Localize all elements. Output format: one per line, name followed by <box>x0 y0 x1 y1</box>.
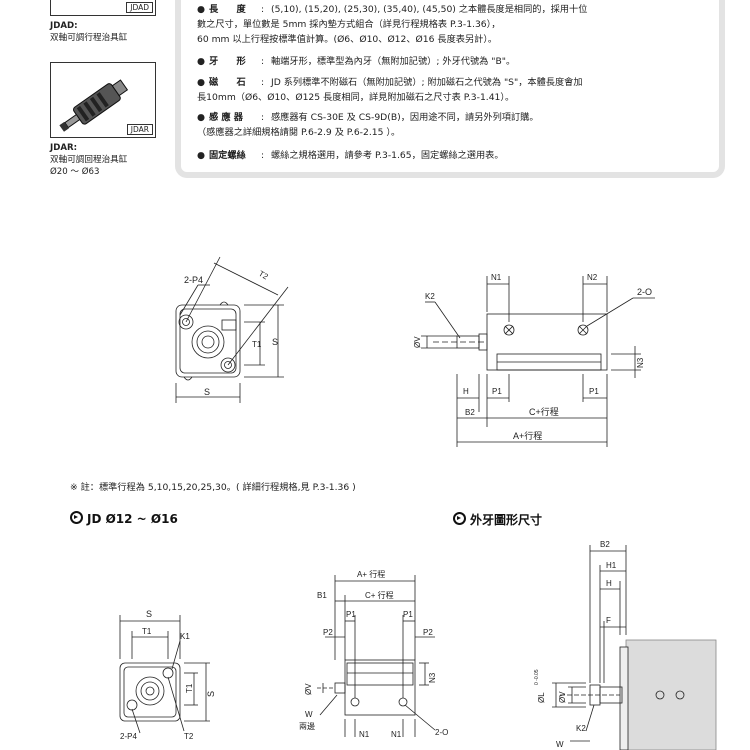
top-side-p1a-label: P1 <box>492 387 502 396</box>
jdar-caption: JDAR: 双軸可調回程治具缸 Ø20 ～ Ø63 <box>50 142 127 178</box>
top-side-v-label: ØV <box>413 336 422 348</box>
ext-f-label: F <box>606 616 611 625</box>
bottom-side-p1b-label: P1 <box>403 610 413 619</box>
ext-h-label: H <box>606 579 612 588</box>
top-side-view-drawing: N1 N2 2-O K2 ØV N3 H P1 P1 B2 C+行程 A+行程 <box>413 273 655 447</box>
jdad-tag: JDAD <box>126 2 153 13</box>
section-external-thread-header: 外牙圖形尺寸 <box>453 511 542 528</box>
top-side-c-label: C+行程 <box>529 406 559 417</box>
ext-h1-label: H1 <box>606 561 617 570</box>
spec-row-screw: ●固定螺絲:螺絲之規格選用，請參考 P.3-1.65，固定螺絲之選用表。 <box>197 150 504 161</box>
bottom-side-c-label: C+ 行程 <box>365 590 394 600</box>
spec-row-magnet-cont-1: 長10mm（Ø6、Ø10、Ø125 長度相同，詳見附加磁石之尺寸表 P.3-1.… <box>197 92 515 103</box>
top-front-s-bottom-label: S <box>204 387 210 397</box>
section-external-thread-title: 外牙圖形尺寸 <box>470 513 543 527</box>
top-side-h-label: H <box>463 387 469 396</box>
bottom-side-v-label: ØV <box>304 683 313 695</box>
top-front-s-side-label: S <box>272 337 278 347</box>
bottom-side-view-drawing: A+ 行程 B1 C+ 行程 P1 P1 P2 P2 ØV N3 W 兩邊 N1… <box>299 569 448 739</box>
jdad-thumbnail: JDAD <box>50 0 156 16</box>
bottom-front-t2-label: T2 <box>184 732 194 741</box>
ext-k2-label: K2 <box>576 724 586 733</box>
play-circle-icon <box>70 511 83 524</box>
bottom-side-p2b-label: P2 <box>423 628 433 637</box>
top-front-p4-label: 2-P4 <box>184 275 203 285</box>
top-side-n2-label: N2 <box>587 273 598 282</box>
section-jd-title: JD Ø12 ~ Ø16 <box>87 512 178 526</box>
bottom-side-n3-label: N3 <box>428 672 437 683</box>
external-thread-drawing: B2 H1 H F ØL 0 -0.05 ØV K2 W <box>534 540 717 750</box>
top-front-t1-label: T1 <box>252 340 262 349</box>
bottom-side-p1a-label: P1 <box>346 610 356 619</box>
jdar-title: JDAR: <box>50 143 78 153</box>
ext-b2-label: B2 <box>600 540 610 549</box>
bottom-front-sv-label: S <box>206 691 216 697</box>
ext-w-label: W <box>556 740 564 749</box>
section-jd-header: JD Ø12 ~ Ø16 <box>70 511 178 526</box>
bottom-side-w-label: W <box>305 710 313 719</box>
bottom-side-flat-label: 兩邊 <box>299 721 315 731</box>
jdad-desc: 双軸可調行程治具缸 <box>50 33 128 43</box>
bottom-front-p4-label: 2-P4 <box>120 732 137 741</box>
bottom-side-a-label: A+ 行程 <box>357 569 385 579</box>
bottom-front-t1v-label: T1 <box>185 683 194 693</box>
top-side-n3-label: N3 <box>636 357 645 368</box>
bottom-side-o-label: 2-O <box>435 728 448 737</box>
jdad-caption: JDAD: 双軸可調行程治具缸 <box>50 20 127 44</box>
bottom-front-s-label: S <box>146 609 152 619</box>
spec-row-sensor-cont-1: （感應器之詳細規格請閱 P.6-2.9 及 P.6-2.15 ）。 <box>197 127 401 138</box>
bottom-side-b1-label: B1 <box>317 591 327 600</box>
spec-row-thread: ●牙 形:軸端牙形，標準型為內牙（無附加記號）; 外牙代號為 "B"。 <box>197 56 516 67</box>
bottom-front-k1-label: K1 <box>180 632 190 641</box>
bottom-side-n1b-label: N1 <box>391 730 402 739</box>
top-side-k2-label: K2 <box>425 292 435 301</box>
spec-row-sensor: ●感 應 器:感應器有 CS-30E 及 CS-9D(B)，因用途不同，請另外列… <box>197 112 539 123</box>
ext-tol-label: 0 -0.05 <box>534 669 540 685</box>
jdar-thumbnail: JDAR <box>50 62 156 138</box>
top-side-b2-label: B2 <box>465 408 475 417</box>
jdar-tag: JDAR <box>126 124 153 135</box>
spec-box: ●長 度:(5,10), (15,20), (25,30), (35,40), … <box>175 0 725 178</box>
bottom-front-t1-label: T1 <box>142 627 152 636</box>
jdad-title: JDAD: <box>50 21 78 31</box>
stroke-note: ※ 註：標準行程為 5,10,15,20,25,30。( 詳細行程規格,見 P.… <box>70 482 356 493</box>
cylinder-illustration <box>59 79 129 132</box>
ext-v-label: ØV <box>558 691 567 703</box>
spec-row-length: ●長 度:(5,10), (15,20), (25,30), (35,40), … <box>197 4 588 15</box>
play-circle-icon <box>453 512 466 525</box>
top-front-view-drawing: 2-P4 T2 T1 S S <box>175 256 289 403</box>
ext-l-label: ØL <box>537 692 546 703</box>
spec-row-length-cont-1: 數之尺寸，單位數是 5mm 採內墊方式組合（詳見行程規格表 P.3-1.36）， <box>197 19 501 30</box>
top-side-o-label: 2-O <box>637 287 652 297</box>
bottom-front-view-drawing: S T1 K1 T1 S 2-P4 T2 <box>119 609 216 741</box>
bottom-side-n1a-label: N1 <box>359 730 370 739</box>
spec-row-magnet: ●磁 石:JD 系列標準不附磁石（無附加記號）; 附加磁石之代號為 "S"，本體… <box>197 77 583 88</box>
jdar-desc: 双軸可調回程治具缸 <box>50 155 128 165</box>
top-side-p1b-label: P1 <box>589 387 599 396</box>
jdar-range: Ø20 ～ Ø63 <box>50 167 100 177</box>
top-side-n1-label: N1 <box>491 273 502 282</box>
bottom-side-p2a-label: P2 <box>323 628 333 637</box>
top-front-t2-label: T2 <box>257 269 270 282</box>
top-side-a-label: A+行程 <box>513 430 542 441</box>
spec-row-length-cont-2: 60 mm 以上行程按標準值計算。(Ø6、Ø10、Ø12、Ø16 長度表另計）。 <box>197 34 498 45</box>
